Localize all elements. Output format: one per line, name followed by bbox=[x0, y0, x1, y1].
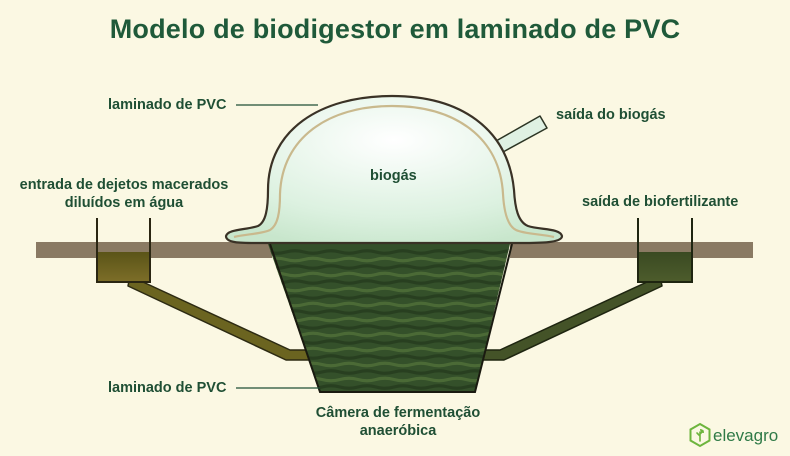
label-inlet-line2: diluídos em água bbox=[64, 195, 184, 211]
outlet-tank bbox=[638, 252, 692, 282]
label-biofertilizer-outlet: saída de biofertilizante bbox=[582, 194, 739, 210]
label-inlet-line1: entrada de dejetos macerados bbox=[19, 177, 229, 193]
label-pvc-bottom: laminado de PVC bbox=[108, 380, 227, 396]
slurry-wave bbox=[268, 294, 510, 300]
ground-left bbox=[36, 242, 272, 258]
slurry-wave bbox=[268, 324, 510, 330]
page-title: Modelo de biodigestor em laminado de PVC bbox=[109, 14, 681, 44]
inlet-tank-walls bbox=[96, 218, 151, 283]
slurry-wave bbox=[268, 376, 510, 383]
label-chamber-line2: anaeróbica bbox=[359, 423, 437, 439]
leaf-hexagon-icon bbox=[689, 422, 711, 448]
label-pvc-top: laminado de PVC bbox=[108, 97, 227, 113]
slurry-wave bbox=[268, 309, 510, 315]
slurry-wave bbox=[268, 264, 510, 270]
slurry-wave bbox=[268, 279, 510, 285]
biogas-outlet-pipe bbox=[495, 115, 548, 153]
outlet-tank-walls bbox=[637, 218, 693, 283]
slurry-wave bbox=[268, 249, 510, 255]
inlet-tank bbox=[97, 252, 150, 282]
label-biogas: biogás bbox=[370, 168, 417, 184]
pvc-dome bbox=[224, 94, 564, 245]
ground-right bbox=[510, 242, 753, 258]
logo-text: elevagro bbox=[713, 426, 779, 445]
slurry-wave bbox=[268, 369, 510, 375]
label-biogas-outlet: saída do biogás bbox=[556, 107, 666, 123]
pvc-dome-inner-edge bbox=[233, 104, 555, 239]
outlet-pipe bbox=[475, 275, 663, 361]
chamber-outline bbox=[269, 243, 513, 393]
label-chamber-line1: Câmera de fermentação bbox=[315, 405, 481, 421]
label-inlet: entrada de dejetos macerados diluídos em… bbox=[10, 176, 238, 212]
label-chamber: Câmera de fermentação anaeróbica bbox=[298, 404, 498, 440]
